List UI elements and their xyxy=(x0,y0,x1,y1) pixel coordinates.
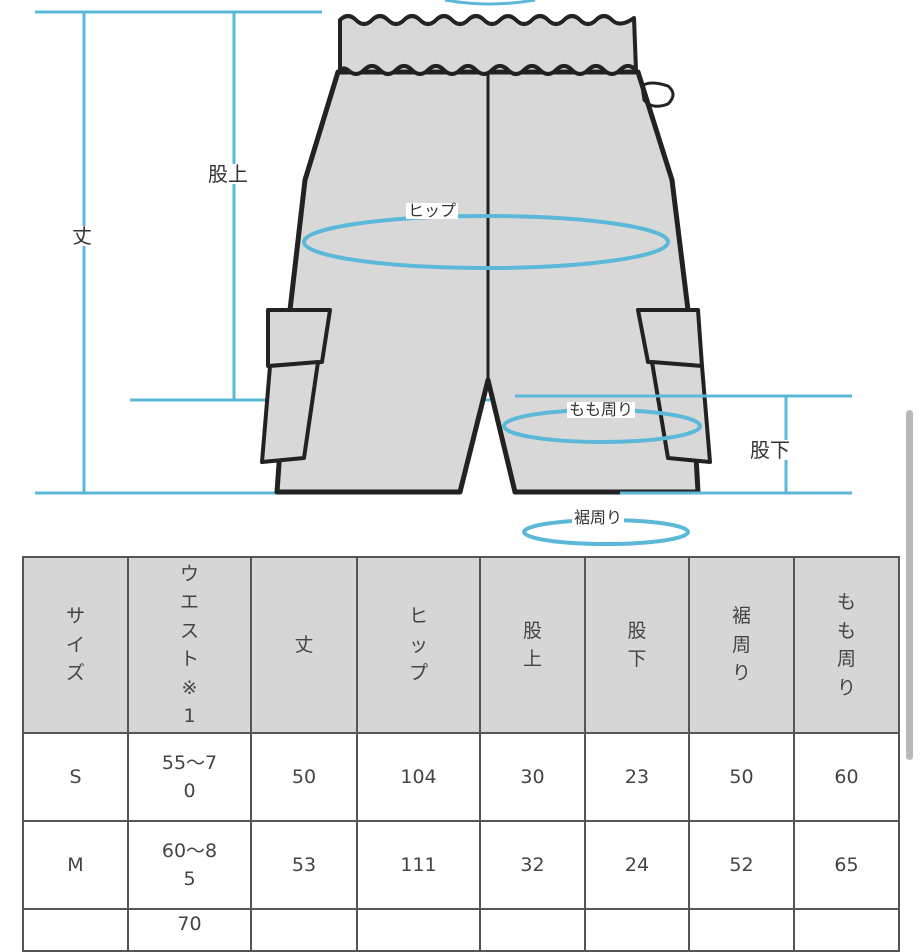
cell-size: S xyxy=(22,732,129,822)
left-pocket xyxy=(260,360,320,464)
cell-hip: 104 xyxy=(356,732,481,822)
table-row: S 55〜70 50 104 30 23 50 60 xyxy=(22,732,900,822)
thigh-label: もも周り xyxy=(567,400,636,419)
cell-thigh: 65 xyxy=(793,820,900,910)
header-size: サイズ xyxy=(22,556,129,734)
header-hip: ヒップ xyxy=(356,556,481,734)
cell-rise: 30 xyxy=(479,732,586,822)
cell-inseam: 23 xyxy=(584,732,690,822)
length-label: 丈 xyxy=(70,224,94,248)
header-thigh: もも周り xyxy=(793,556,900,734)
shorts-illustration xyxy=(35,0,852,546)
cell-length: 50 xyxy=(250,732,358,822)
waistband xyxy=(338,14,638,76)
hem-label: 裾周り xyxy=(572,508,625,527)
page-scrollbar[interactable] xyxy=(906,410,913,760)
header-inseam: 股下 xyxy=(584,556,690,734)
cell-hem: 52 xyxy=(688,820,795,910)
cell-waist: 55〜70 xyxy=(127,732,252,822)
left-pocket-flap xyxy=(266,308,332,368)
cell-length: 53 xyxy=(250,820,358,910)
table-row-partial: 70 xyxy=(22,908,900,952)
inseam-label: 股下 xyxy=(748,438,792,462)
size-diagram: 丈 股上 ヒップ もも周り 股下 裾周り xyxy=(35,0,852,546)
cell-inseam: 24 xyxy=(584,820,690,910)
cell-rise: 32 xyxy=(479,820,586,910)
cell-size: M xyxy=(22,820,129,910)
right-pocket-flap xyxy=(636,308,704,368)
size-table-container: サイズ ウエスト※1 丈 ヒップ 股上 股下 裾周り もも周り S 55〜70 … xyxy=(22,556,900,952)
cell-thigh: 60 xyxy=(793,732,900,822)
header-hem: 裾周り xyxy=(688,556,795,734)
cell-hem: 50 xyxy=(688,732,795,822)
hip-measure-ellipse xyxy=(302,214,670,270)
cell-waist-partial: 70 xyxy=(127,908,252,952)
drawstring-loop xyxy=(640,81,675,108)
table-row: M 60〜85 53 111 32 24 52 65 xyxy=(22,820,900,910)
size-table: サイズ ウエスト※1 丈 ヒップ 股上 股下 裾周り もも周り S 55〜70 … xyxy=(22,556,900,952)
header-length: 丈 xyxy=(250,556,358,734)
header-waist: ウエスト※1 xyxy=(127,556,252,734)
header-rise: 股上 xyxy=(479,556,586,734)
hip-label: ヒップ xyxy=(406,201,459,220)
rise-label: 股上 xyxy=(206,162,250,186)
top-measure-arc xyxy=(444,0,536,6)
table-header-row: サイズ ウエスト※1 丈 ヒップ 股上 股下 裾周り もも周り xyxy=(22,556,900,734)
cell-waist: 60〜85 xyxy=(127,820,252,910)
cell-hip: 111 xyxy=(356,820,481,910)
